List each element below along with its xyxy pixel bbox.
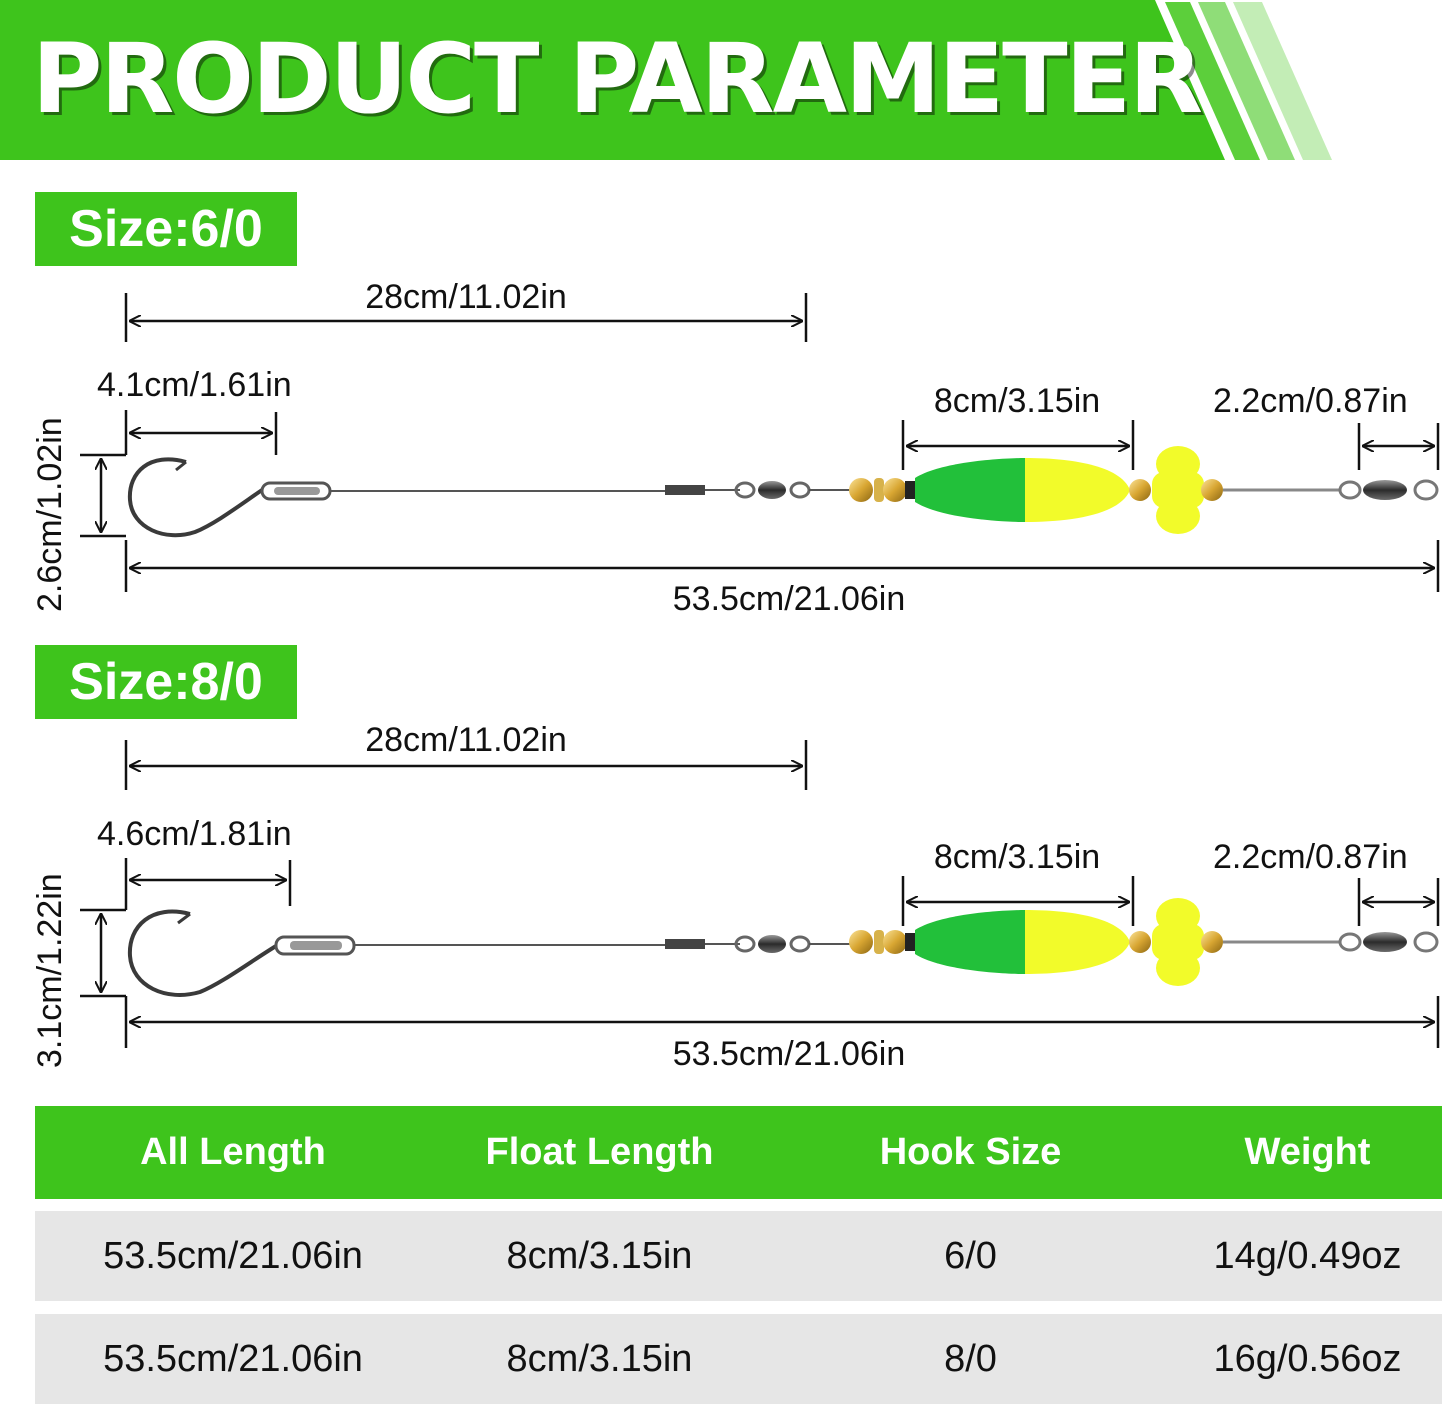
cell-all-length: 53.5cm/21.06in	[103, 1234, 363, 1277]
header-all-length: All Length	[140, 1131, 326, 1173]
swivel-length-label: 2.2cm/0.87in	[1213, 838, 1408, 876]
size-badge-6-0: Size:6/0	[35, 192, 297, 266]
hook-icon	[127, 909, 278, 997]
hook-height-label: 3.1cm/1.22in	[31, 873, 69, 1068]
swivel-icon	[734, 935, 811, 953]
end-swivel-icon	[1338, 479, 1439, 501]
cell-float-length: 8cm/3.15in	[506, 1234, 693, 1277]
banner-stripe-1	[1165, 2, 1260, 160]
cell-all-length: 53.5cm/21.06in	[103, 1337, 363, 1380]
float-length-label: 8cm/3.15in	[933, 382, 1101, 420]
banner-stripe-3	[1233, 2, 1332, 160]
title-banner: PRODUCT PARAMETER	[0, 0, 1445, 160]
float-length-label: 8cm/3.15in	[933, 838, 1101, 876]
popper-icon	[1152, 898, 1204, 986]
cell-weight: 16g/0.56oz	[1213, 1337, 1402, 1380]
hook-height-label: 2.6cm/1.02in	[31, 417, 69, 612]
rig-diagrams	[80, 293, 1440, 1048]
crimp-sleeve	[665, 939, 705, 949]
total-length-label: 53.5cm/21.06in	[672, 580, 906, 618]
gold-beads	[849, 478, 915, 502]
header-float-length: Float Length	[485, 1131, 714, 1173]
gold-beads	[849, 930, 915, 954]
banner-background	[0, 0, 1332, 160]
rig-6-0	[80, 293, 1440, 592]
total-length-label: 53.5cm/21.06in	[672, 1035, 906, 1073]
header-weight: Weight	[1244, 1131, 1371, 1173]
table-header: All Length Float Length Hook Size Weight	[35, 1106, 1442, 1199]
crimp-sleeve	[665, 485, 705, 495]
popper-icon	[1152, 446, 1204, 534]
size-badge-8-0: Size:8/0	[35, 645, 297, 719]
hook-width-label: 4.1cm/1.61in	[97, 366, 292, 404]
spec-table: All Length Float Length Hook Size Weight…	[35, 1106, 1442, 1404]
end-swivel-icon	[1338, 931, 1439, 953]
cell-float-length: 8cm/3.15in	[506, 1337, 693, 1380]
cell-hook-size: 8/0	[944, 1337, 997, 1380]
page-title: PRODUCT PARAMETER	[32, 23, 1203, 135]
cell-hook-size: 6/0	[944, 1234, 997, 1277]
leader-length-label: 28cm/11.02in	[365, 721, 567, 759]
table-row: 53.5cm/21.06in 8cm/3.15in 8/0 16g/0.56oz	[35, 1314, 1442, 1404]
dimension-lines	[80, 293, 1440, 592]
swivel-icon	[734, 481, 811, 499]
cell-weight: 14g/0.49oz	[1213, 1234, 1402, 1277]
hook-icon	[127, 457, 264, 538]
table-row: 53.5cm/21.06in 8cm/3.15in 6/0 14g/0.49oz	[35, 1211, 1442, 1301]
dimension-lines	[80, 740, 1440, 1048]
banner-fill	[0, 0, 1225, 160]
swivel-length-label: 2.2cm/0.87in	[1213, 382, 1408, 420]
hook-width-label: 4.6cm/1.81in	[97, 815, 292, 853]
float-icon	[915, 910, 1130, 974]
header-hook-size: Hook Size	[879, 1131, 1062, 1173]
banner-stripe-2	[1198, 2, 1295, 160]
leader-length-label: 28cm/11.02in	[365, 278, 567, 316]
rig-8-0	[80, 740, 1440, 1048]
float-icon	[915, 458, 1130, 522]
